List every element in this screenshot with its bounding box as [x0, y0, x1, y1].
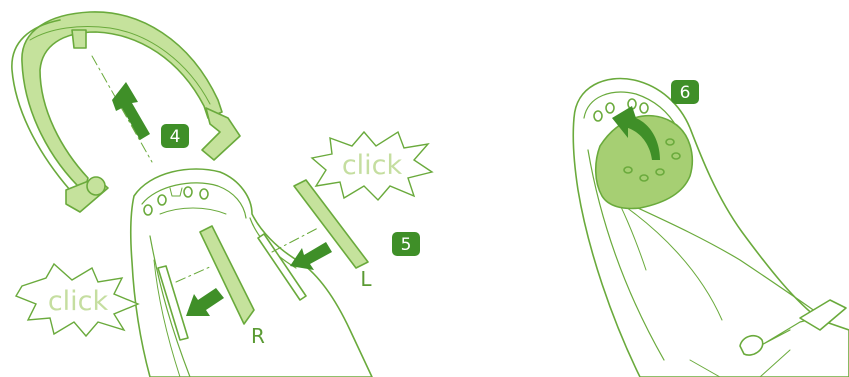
click-burst-top: click	[312, 132, 432, 200]
svg-text:click: click	[48, 286, 109, 317]
label-left-side: L	[360, 267, 372, 291]
svg-text:6: 6	[680, 83, 691, 103]
label-right-side: R	[251, 324, 265, 348]
svg-text:4: 4	[170, 127, 181, 147]
step-badge-5: 5	[392, 232, 420, 256]
click-burst-left: click	[16, 264, 138, 336]
step-badge-4: 4	[161, 124, 189, 148]
seat-frame-right	[573, 79, 849, 377]
arrow-step5-left	[290, 242, 332, 270]
svg-text:5: 5	[401, 235, 412, 255]
step-badge-6: 6	[671, 80, 699, 104]
svg-text:click: click	[342, 150, 403, 181]
arrow-step4	[112, 82, 150, 140]
